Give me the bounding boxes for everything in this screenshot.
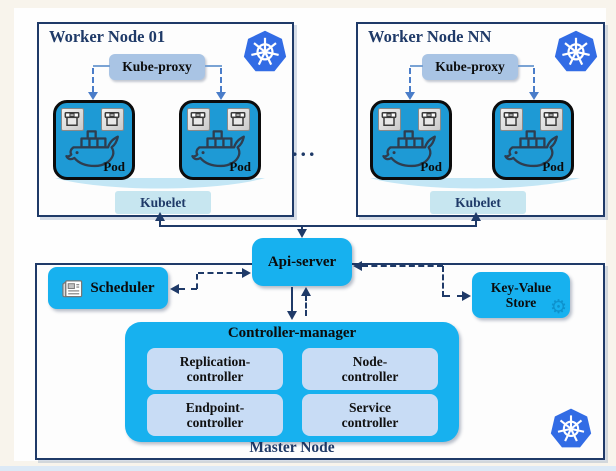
arrow-into-worker-node-nn xyxy=(471,212,481,221)
key-value-store-label: Key-Value Store xyxy=(490,279,552,310)
stub-node-01 xyxy=(159,219,161,226)
dashed-kv-segment-top xyxy=(362,265,443,267)
controller-label: controller xyxy=(186,415,244,430)
kube-proxy-label: Kube-proxy xyxy=(122,59,192,74)
service-controller-box: Service controller xyxy=(302,394,438,436)
master-node-title: Master Node xyxy=(249,439,335,456)
kube-proxy-connector-right xyxy=(518,65,534,67)
pod-label: Pod xyxy=(542,159,564,174)
api-server-label: Api-server xyxy=(267,253,337,270)
arrow-into-controller-manager xyxy=(287,311,297,320)
container-icon xyxy=(418,108,441,131)
arrow-to-pod-1 xyxy=(405,92,415,100)
container-icon xyxy=(61,108,84,131)
container-icon xyxy=(378,108,401,131)
api-server-box: Api-server xyxy=(252,238,352,286)
controller-label: Endpoint- xyxy=(185,399,245,415)
container-icon xyxy=(187,108,210,131)
pod-label: Pod xyxy=(229,159,251,174)
bottom-border-strip xyxy=(0,466,616,471)
arrow-to-pod-2 xyxy=(216,92,226,100)
node-controller-box: Node- controller xyxy=(302,348,438,390)
pod-label: Pod xyxy=(420,159,442,174)
kube-proxy-dashed-line-right xyxy=(533,68,535,92)
kube-proxy-box: Kube-proxy xyxy=(109,54,205,80)
kubelet-box: Kubelet xyxy=(115,191,211,214)
pod: Pod xyxy=(179,100,261,180)
kubelet-label: Kubelet xyxy=(455,194,501,210)
kubernetes-icon xyxy=(243,29,287,73)
kube-proxy-label: Kube-proxy xyxy=(435,59,505,74)
arrow-into-scheduler xyxy=(170,284,179,294)
kube-proxy-dashed-line-left xyxy=(409,68,411,92)
api-to-cm-line xyxy=(291,287,293,312)
dashed-kv-segment-bottom xyxy=(444,295,463,297)
pod-label: Pod xyxy=(103,159,125,174)
container-icon xyxy=(540,108,563,131)
scheduler-box: Scheduler xyxy=(48,267,168,309)
dashed-scheduler-elbow xyxy=(196,274,198,289)
scheduler-label: Scheduler xyxy=(90,279,155,296)
controller-label: controller xyxy=(341,369,399,384)
kube-proxy-dashed-line-left xyxy=(92,68,94,92)
worker-node-nn-title: Worker Node NN xyxy=(368,27,492,46)
controller-label: Replication- xyxy=(179,353,251,369)
arrow-into-key-value-store xyxy=(462,291,471,301)
worker-node-nn: Worker Node NN Kube-proxy Pod Pod Kubele… xyxy=(356,22,605,217)
arrow-into-api-server-left xyxy=(242,268,251,278)
kube-proxy-connector-right xyxy=(205,65,222,67)
controller-manager-box: Controller-manager Replication- controll… xyxy=(125,322,459,442)
stub-node-nn xyxy=(475,219,477,226)
arrow-into-worker-node-01 xyxy=(155,212,165,221)
dashed-to-api-segment xyxy=(198,272,242,274)
arrow-into-api-server-right xyxy=(353,261,362,271)
arrow-into-api-server-bottom xyxy=(301,287,311,296)
arrow-into-api-server xyxy=(297,229,307,238)
key-value-store-box: Key-Value Store ⚙ xyxy=(472,272,570,318)
newspaper-icon xyxy=(62,279,83,297)
controller-label: controller xyxy=(186,369,244,384)
nodes-to-api-line xyxy=(159,225,477,227)
pod: Pod xyxy=(492,100,574,180)
gear-icon: ⚙ xyxy=(549,295,567,318)
stub-api xyxy=(301,225,303,231)
kubelet-label: Kubelet xyxy=(140,194,186,210)
cm-to-api-dashed-line xyxy=(305,295,307,316)
arrow-to-pod-1 xyxy=(88,92,98,100)
pod: Pod xyxy=(53,100,135,180)
worker-node-01-title: Worker Node 01 xyxy=(49,27,166,46)
replication-controller-box: Replication- controller xyxy=(147,348,283,390)
kubernetes-icon xyxy=(550,407,592,449)
endpoint-controller-box: Endpoint- controller xyxy=(147,394,283,436)
controller-label: Node- xyxy=(352,353,388,369)
container-icon xyxy=(500,108,523,131)
arrow-to-pod-2 xyxy=(529,92,539,100)
controller-label: Service xyxy=(349,399,391,415)
container-icon xyxy=(227,108,250,131)
controller-label: controller xyxy=(341,415,399,430)
kube-proxy-box: Kube-proxy xyxy=(422,54,518,80)
container-icon xyxy=(101,108,124,131)
kube-proxy-dashed-line-right xyxy=(220,68,222,92)
controller-manager-title: Controller-manager xyxy=(227,325,357,341)
dashed-scheduler-segment xyxy=(179,288,197,290)
kube-proxy-connector-left xyxy=(93,65,110,67)
kube-proxy-connector-left xyxy=(410,65,423,67)
kubernetes-icon xyxy=(554,29,598,73)
dashed-kv-elbow xyxy=(442,266,444,297)
kubelet-box: Kubelet xyxy=(430,191,526,214)
ellipsis-between-nodes: ... xyxy=(292,136,318,161)
worker-node-01: Worker Node 01 Kube-proxy Pod Pod Kubele… xyxy=(37,22,294,217)
pod: Pod xyxy=(370,100,452,180)
